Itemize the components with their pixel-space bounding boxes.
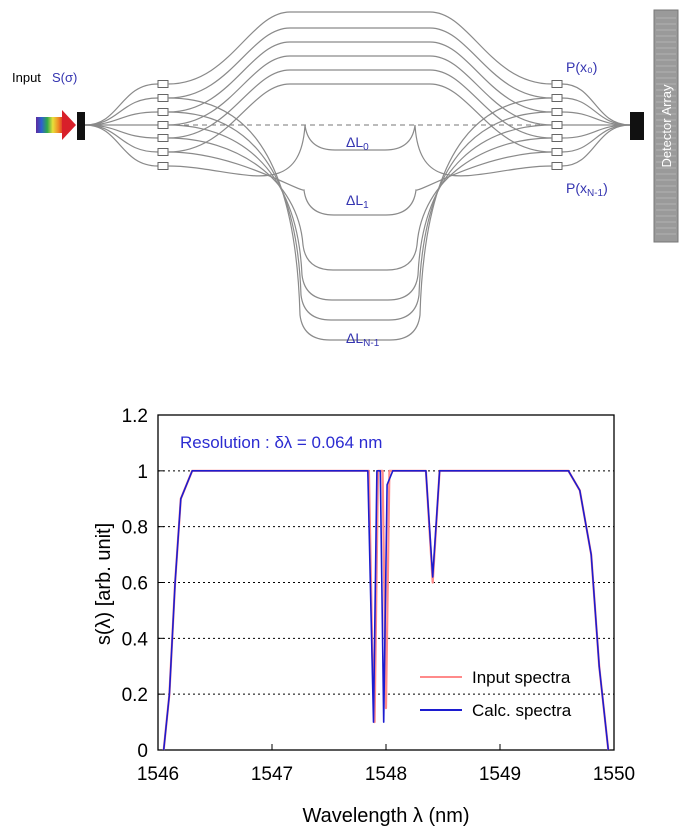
y-tick-label: 0.8 bbox=[122, 518, 148, 539]
delta-l1-label: ΔL1 bbox=[346, 192, 369, 211]
waveguide-arm-lower bbox=[167, 111, 553, 321]
input-port bbox=[157, 134, 169, 142]
chart-legend: Input spectra Calc. spectra bbox=[420, 668, 572, 720]
delta-l0-label: ΔL0 bbox=[346, 134, 369, 153]
input-port bbox=[157, 108, 169, 116]
x-tick-label: 1546 bbox=[137, 764, 179, 785]
output-port bbox=[551, 108, 563, 116]
series-calc-spectra bbox=[162, 469, 610, 751]
input-signal-label: S(σ) bbox=[52, 70, 77, 85]
input-fanout-fiber bbox=[84, 83, 159, 126]
waveguide-arm-upper bbox=[167, 55, 553, 126]
output-fanout-fiber bbox=[561, 97, 631, 126]
output-top-label: P(x₀) bbox=[566, 59, 597, 75]
input-port bbox=[157, 80, 169, 88]
waveguide-arm-lower bbox=[167, 124, 553, 177]
waveguide-arm-upper bbox=[167, 69, 553, 139]
input-coupler bbox=[77, 112, 85, 140]
output-port bbox=[551, 94, 563, 102]
waveguide-array bbox=[84, 11, 631, 341]
output-port bbox=[551, 148, 563, 156]
x-ticks: 1546 1547 1548 1549 1550 bbox=[137, 744, 635, 785]
delta-ln-label: ΔLN-1 bbox=[346, 330, 380, 349]
x-tick-label: 1547 bbox=[251, 764, 293, 785]
input-arrow-icon bbox=[36, 110, 76, 140]
y-tick-label: 0.6 bbox=[122, 574, 148, 595]
input-fanout-fiber bbox=[84, 124, 159, 167]
output-coupler bbox=[630, 112, 644, 140]
input-port bbox=[157, 94, 169, 102]
legend-label-input: Input spectra bbox=[472, 668, 571, 687]
waveguide-arm-lower bbox=[167, 137, 553, 271]
y-ticks: 0 0.2 0.4 0.6 0.8 1 1.2 bbox=[122, 406, 164, 762]
output-port bbox=[551, 80, 563, 88]
y-tick-label: 0 bbox=[137, 741, 148, 762]
input-port bbox=[157, 148, 169, 156]
resolution-annotation: Resolution : δλ = 0.064 nm bbox=[180, 433, 382, 452]
chart-series bbox=[162, 469, 610, 751]
waveguide-arm-upper bbox=[167, 41, 553, 113]
spectrum-chart: 0 0.2 0.4 0.6 0.8 1 1.2 1546 1547 1548 1549 1550 R… bbox=[93, 406, 635, 827]
x-tick-label: 1550 bbox=[593, 764, 635, 785]
output-fanout-fiber bbox=[561, 124, 631, 153]
y-tick-label: 0.2 bbox=[122, 685, 148, 706]
waveguide-diagram: Input S(σ) ΔL0 ΔL1 ΔLN-1 P( bbox=[12, 9, 679, 349]
output-port bbox=[551, 162, 563, 170]
x-tick-label: 1549 bbox=[479, 764, 521, 785]
input-fanout-fiber bbox=[84, 124, 159, 153]
input-port bbox=[157, 162, 169, 170]
waveguide-arm-upper bbox=[167, 27, 553, 99]
x-axis-label: Wavelength λ (nm) bbox=[302, 805, 469, 827]
output-bottom-label: P(xN-1) bbox=[566, 180, 608, 199]
detector-array: Detector Array bbox=[653, 9, 679, 243]
waveguide-arm-lower bbox=[167, 97, 553, 341]
y-tick-label: 1.2 bbox=[122, 406, 148, 427]
waveguide-arm-lower bbox=[167, 124, 553, 301]
y-tick-label: 0.4 bbox=[122, 629, 149, 650]
output-port bbox=[551, 121, 563, 129]
output-port bbox=[551, 134, 563, 142]
input-port bbox=[157, 121, 169, 129]
y-tick-label: 1 bbox=[137, 462, 148, 483]
input-label: Input bbox=[12, 70, 41, 85]
output-fanout-fiber bbox=[561, 124, 631, 167]
legend-label-calc: Calc. spectra bbox=[472, 701, 572, 720]
y-axis-label: s(λ) [arb. unit] bbox=[93, 523, 115, 645]
x-tick-label: 1548 bbox=[365, 764, 407, 785]
detector-array-label: Detector Array bbox=[659, 84, 674, 168]
waveguide-arm-upper bbox=[167, 11, 553, 85]
input-fanout-fiber bbox=[84, 97, 159, 126]
waveguide-arm-upper bbox=[167, 83, 553, 153]
